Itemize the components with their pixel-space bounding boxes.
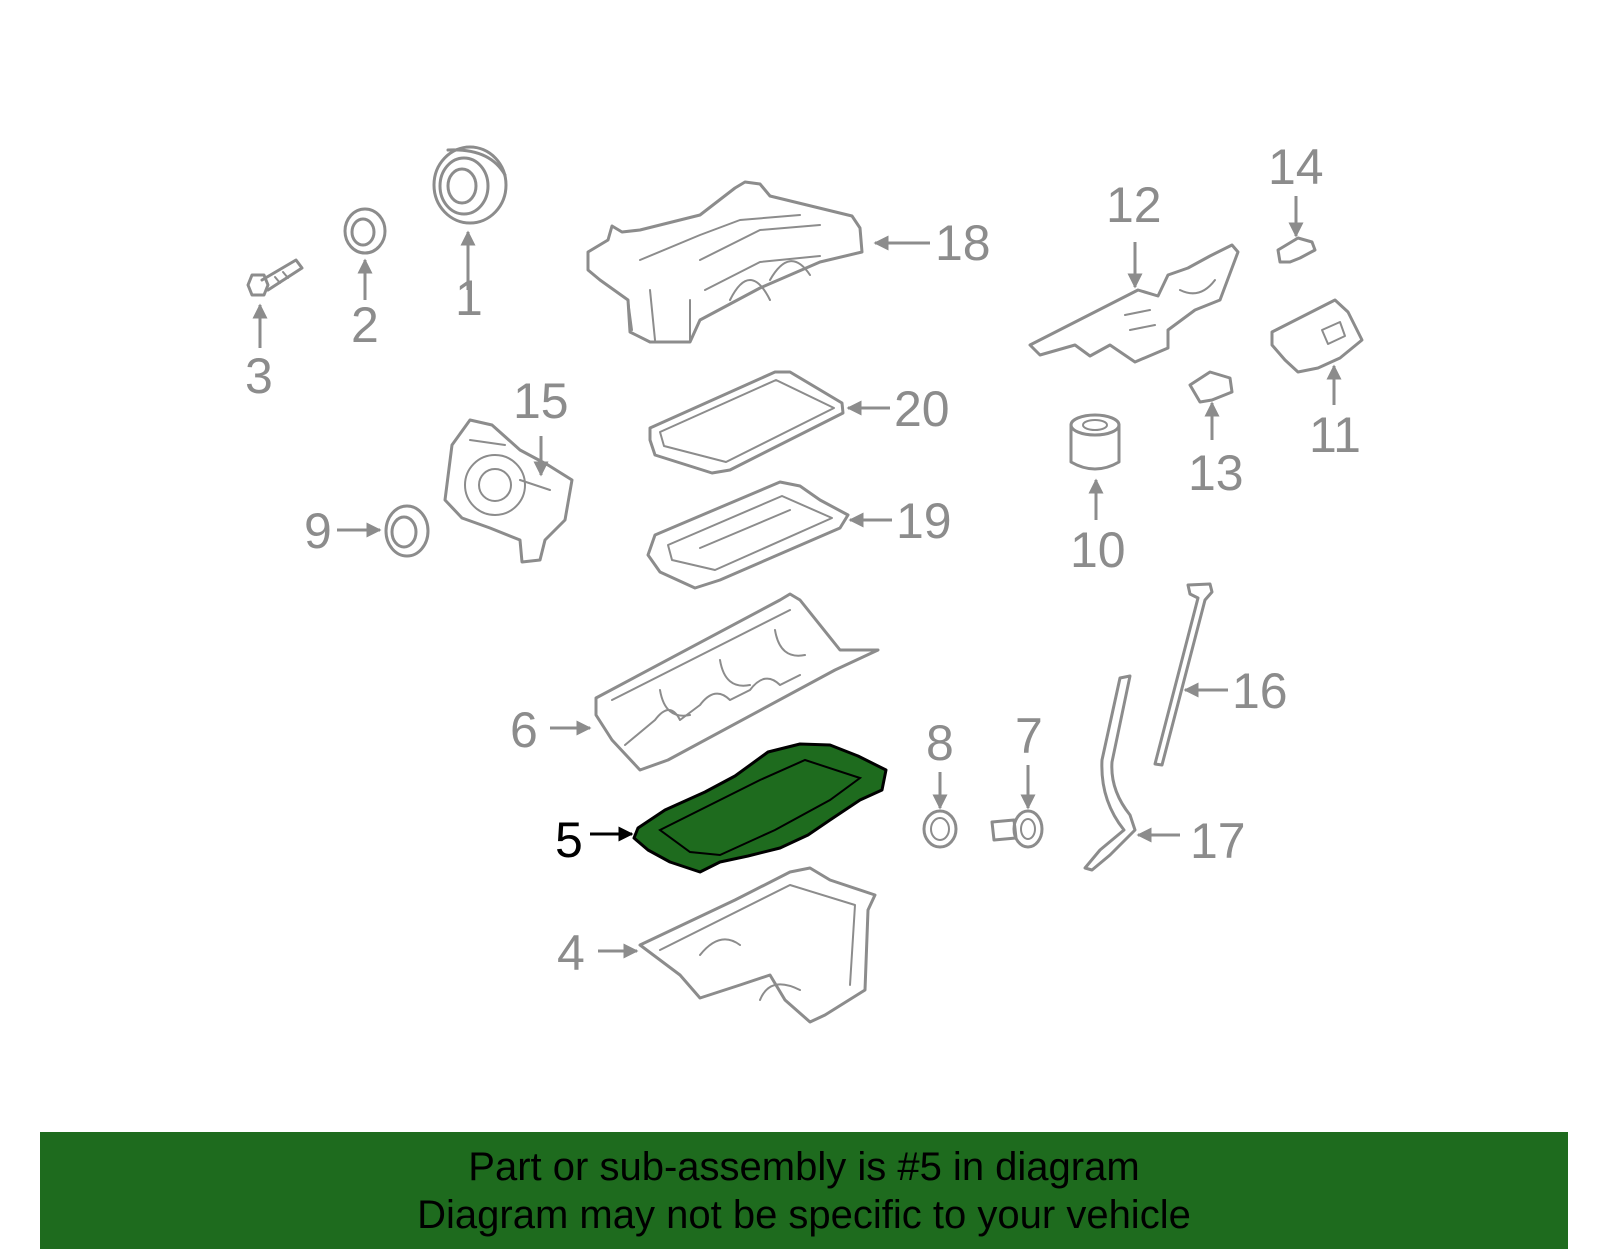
info-banner: Part or sub-assembly is #5 in diagram Di… xyxy=(40,1132,1568,1249)
callout-15[interactable]: 15 xyxy=(513,373,569,429)
banner-line-2: Diagram may not be specific to your vehi… xyxy=(417,1192,1191,1237)
callout-19[interactable]: 19 xyxy=(896,493,952,549)
part-5-oil-pan-gasket[interactable] xyxy=(632,742,888,874)
part-9-seal[interactable] xyxy=(384,504,430,558)
part-14-sensor[interactable] xyxy=(1276,236,1317,264)
callout-13[interactable]: 13 xyxy=(1188,445,1244,501)
part-18-upper-cover[interactable] xyxy=(586,180,864,344)
part-3-bolt[interactable] xyxy=(246,258,304,297)
part-7-drain-plug[interactable] xyxy=(990,809,1044,849)
callout-3[interactable]: 3 xyxy=(245,348,273,404)
callout-5[interactable]: 5 xyxy=(555,812,583,868)
callout-16[interactable]: 16 xyxy=(1232,663,1288,719)
callout-18[interactable]: 18 xyxy=(935,215,991,271)
part-15-oil-pump[interactable] xyxy=(443,418,574,564)
part-4-oil-pan[interactable] xyxy=(638,866,877,1024)
part-13-sensor[interactable] xyxy=(1188,370,1234,404)
part-11-module[interactable] xyxy=(1270,298,1364,374)
callout-6[interactable]: 6 xyxy=(510,702,538,758)
part-6-main-bearing-girdle[interactable] xyxy=(594,592,880,772)
callout-7[interactable]: 7 xyxy=(1015,708,1043,764)
callout-4[interactable]: 4 xyxy=(557,925,585,981)
callout-2[interactable]: 2 xyxy=(351,297,379,353)
callout-14[interactable]: 14 xyxy=(1268,139,1324,195)
part-8-washer[interactable] xyxy=(922,809,958,849)
part-16-dipstick[interactable] xyxy=(1153,582,1214,767)
callout-10[interactable]: 10 xyxy=(1070,522,1126,578)
callout-1[interactable]: 1 xyxy=(455,270,483,326)
part-10-oil-filter[interactable] xyxy=(1069,413,1121,471)
banner-line-1: Part or sub-assembly is #5 in diagram xyxy=(468,1144,1140,1189)
part-20-gasket[interactable] xyxy=(648,370,845,475)
part-2-seal[interactable] xyxy=(343,207,387,255)
part-12-harness[interactable] xyxy=(1028,243,1240,364)
part-17-dipstick-tube[interactable] xyxy=(1083,674,1137,872)
callout-8[interactable]: 8 xyxy=(926,715,954,771)
callout-17[interactable]: 17 xyxy=(1190,813,1246,869)
callout-20[interactable]: 20 xyxy=(894,381,950,437)
callout-11[interactable]: 11 xyxy=(1309,407,1361,463)
callout-9[interactable]: 9 xyxy=(304,503,332,559)
part-1-pulley[interactable] xyxy=(432,145,508,225)
callout-12[interactable]: 12 xyxy=(1106,177,1162,233)
part-19-baffle[interactable] xyxy=(646,480,850,590)
